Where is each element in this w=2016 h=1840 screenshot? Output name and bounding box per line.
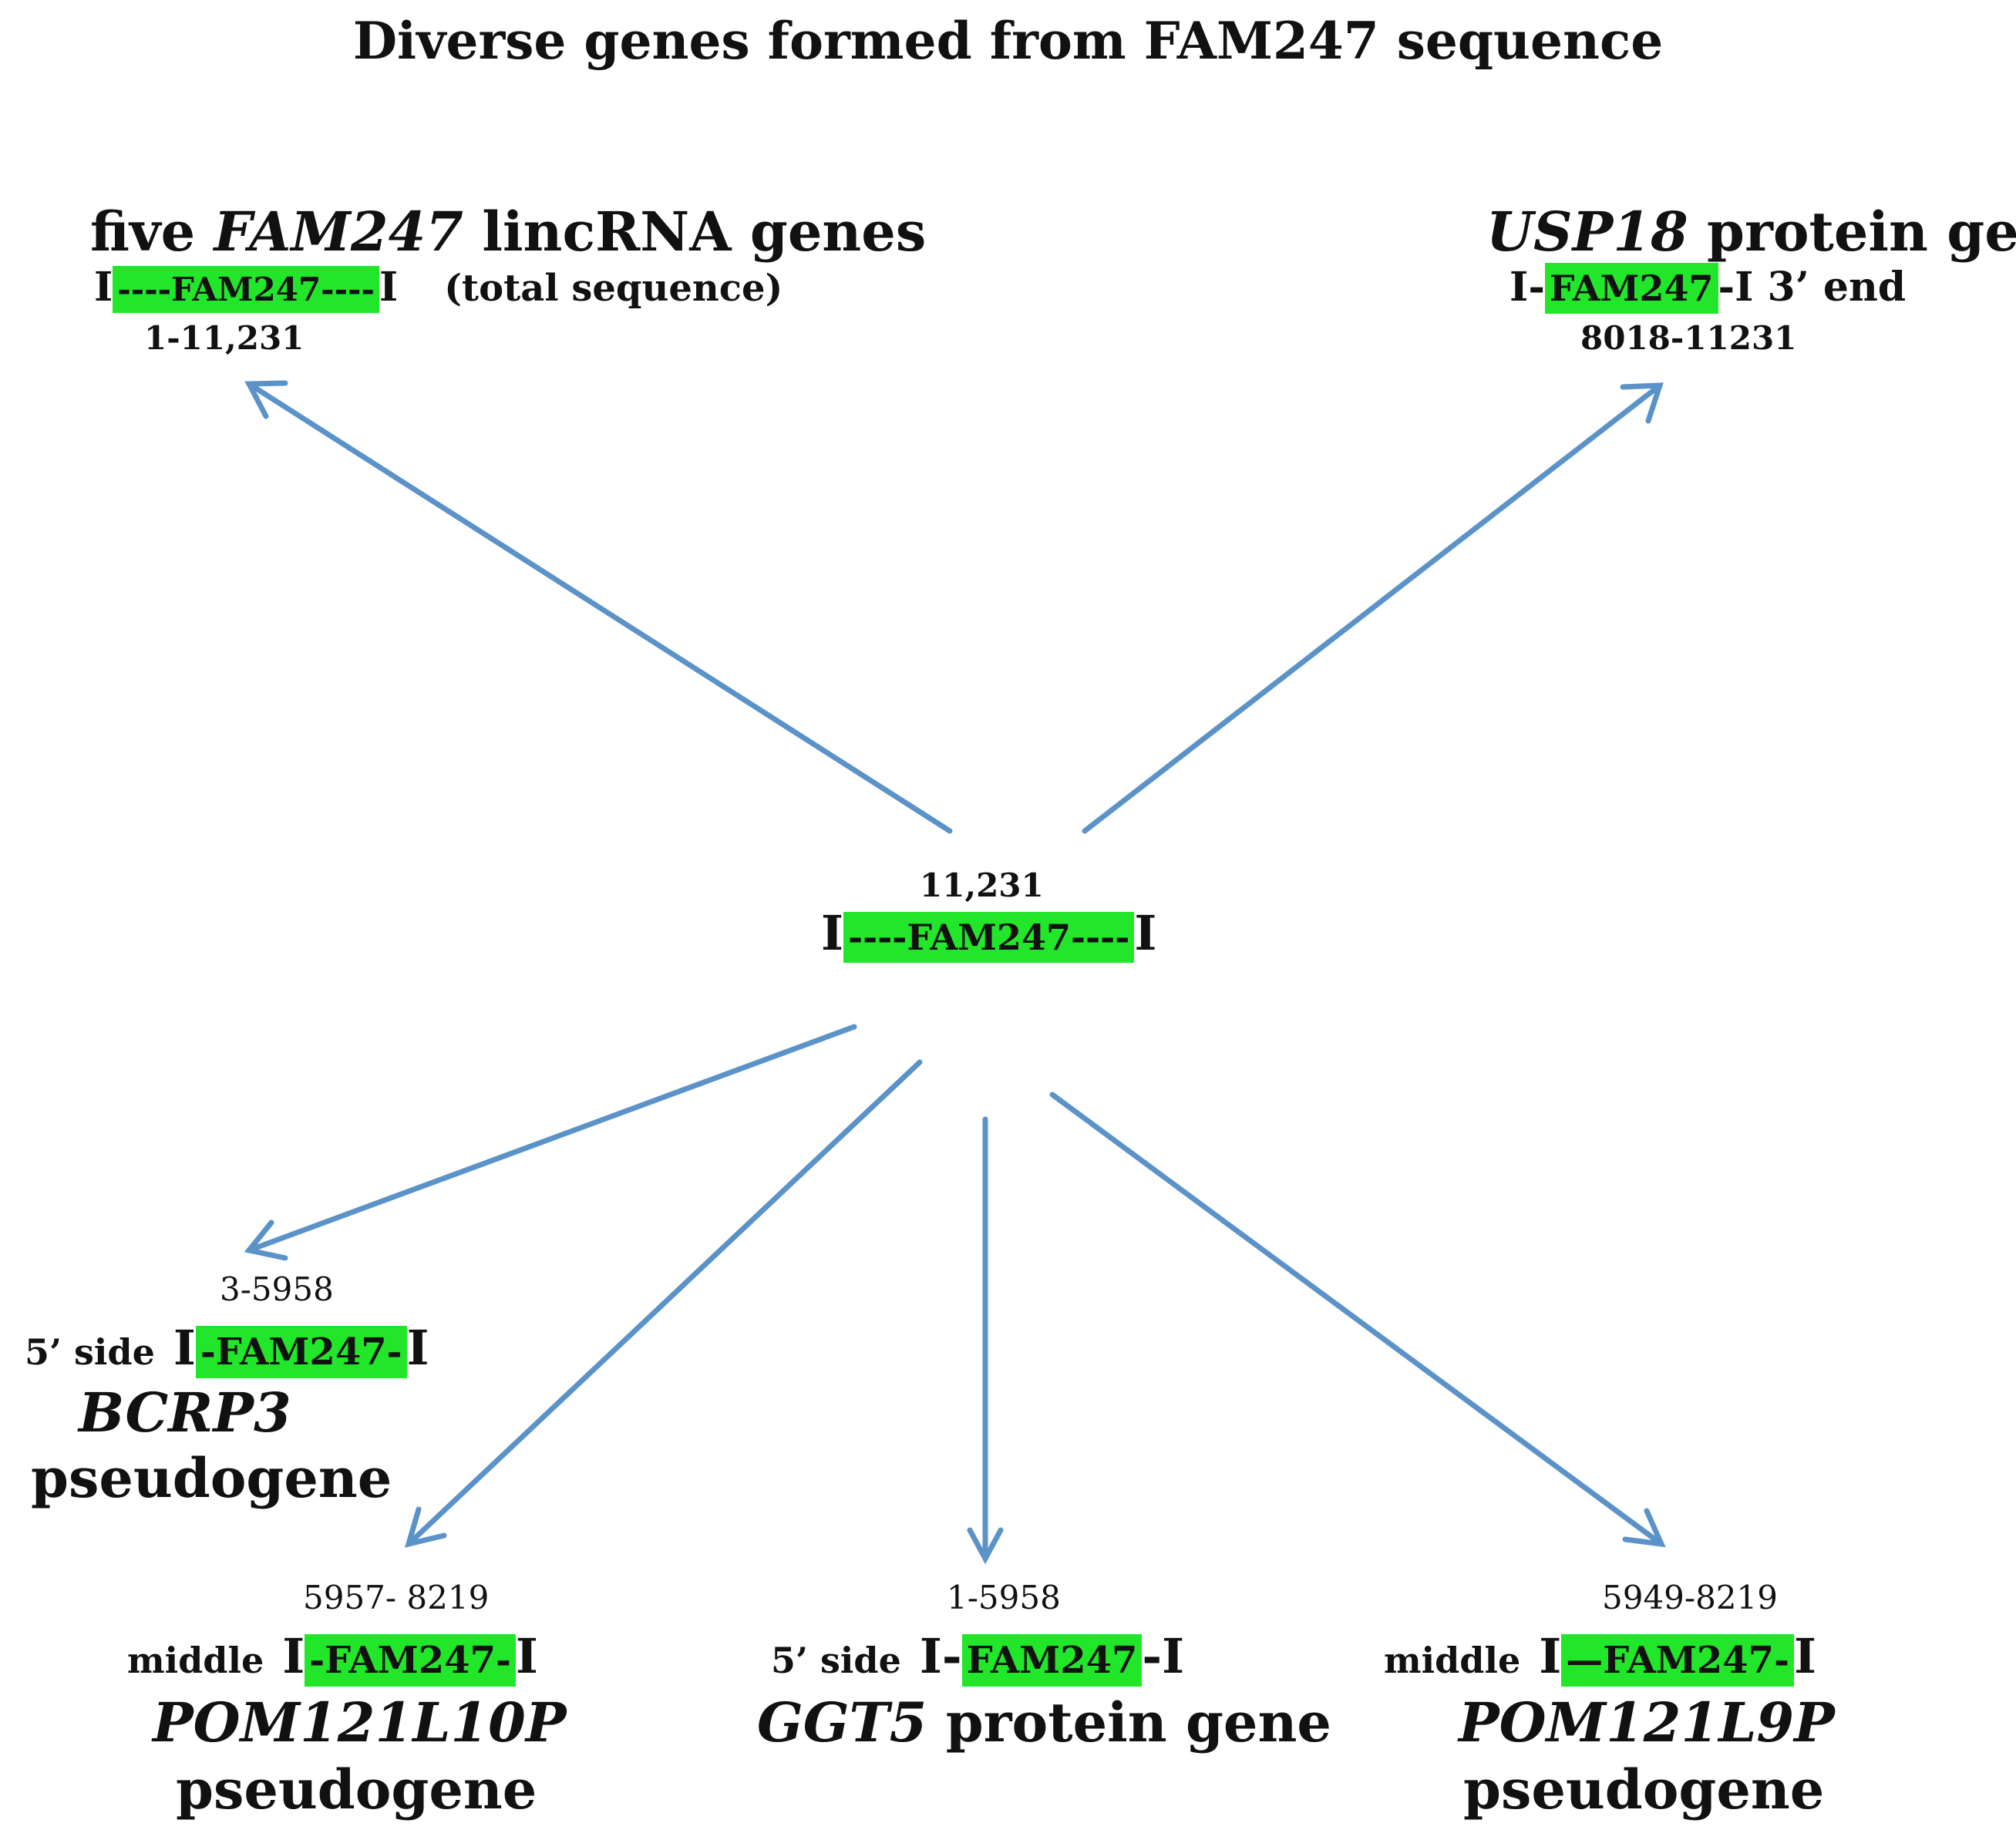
fam247-lincrna-suffix: lincRNA genes	[463, 200, 927, 264]
center-length: 11,231	[920, 866, 1044, 904]
ggt5-fam247-highlight: FAM247	[961, 1634, 1143, 1687]
pom121l9p-range: 5949-8219	[1602, 1579, 1778, 1616]
bcrp3-fam247-highlight: -FAM247-	[195, 1326, 407, 1378]
usp18-suffix: protein gene	[1707, 200, 2016, 264]
fam247-lincrna-range: 1-11,231	[144, 319, 305, 357]
pom121l10p-bar-left: I	[282, 1628, 305, 1684]
fam247-lincrna-highlight: ----FAM247----	[113, 266, 379, 313]
arrowhead-ggt5	[967, 1527, 1004, 1565]
center-fam247-highlight: ----FAM247----	[843, 912, 1135, 963]
usp18-sequence: I-FAM247-I 3’ end	[1509, 263, 1907, 314]
ggt5-bar-right: -I	[1142, 1628, 1185, 1684]
center-sequence: I----FAM247----I	[821, 910, 1156, 963]
fam247-lincrna-sequence: I----FAM247----I (total sequence)	[94, 264, 783, 313]
arrowhead-usp18	[1620, 382, 1664, 424]
usp18-note: 3’ end	[1753, 264, 1907, 311]
arrow-to-fam247-lincrna	[246, 381, 953, 834]
fam247-lincrna-heading: five FAM247 lincRNA genes	[90, 205, 926, 259]
arrow-to-pom121l9p	[1049, 1092, 1664, 1547]
pom121l10p-side: middle	[127, 1640, 264, 1681]
pom121l9p-bar-right: I	[1794, 1628, 1817, 1684]
arrow-to-bcrp3	[246, 1024, 857, 1253]
pom121l9p-side: middle	[1384, 1640, 1521, 1681]
usp18-range: 8018-11231	[1580, 319, 1797, 357]
pom121l10p-range: 5957- 8219	[303, 1579, 490, 1616]
fam247-lincrna-gene: FAM247	[214, 200, 463, 264]
bcrp3-range: 3-5958	[220, 1270, 334, 1308]
pom121l10p-fam247-highlight: -FAM247-	[305, 1634, 516, 1687]
pom121l9p-gene: POM121L9P	[1459, 1696, 1835, 1750]
arrow-to-usp18	[1082, 382, 1663, 834]
pom121l10p-gene: POM121L10P	[153, 1696, 566, 1750]
bcrp3-side: 5’ side	[25, 1331, 155, 1373]
fam247-lincrna-bar-right: I	[379, 264, 399, 311]
bcrp3-bar-left: I	[173, 1320, 196, 1376]
bcrp3-bar-right: I	[406, 1320, 429, 1376]
arrowhead-bcrp3	[244, 1219, 288, 1261]
pom121l10p-type: pseudogene	[176, 1758, 537, 1821]
ggt5-gene-name: GGT5	[757, 1690, 927, 1754]
ggt5-range: 1-5958	[947, 1579, 1061, 1616]
ggt5-side: 5’ side	[771, 1640, 901, 1681]
pom121l9p-bar-left: I	[1539, 1628, 1562, 1684]
usp18-gene: USP18	[1486, 200, 1688, 264]
diagram-title: Diverse genes formed from FAM247 sequenc…	[352, 11, 1664, 71]
pom121l10p-gene-name: POM121L10P	[153, 1690, 567, 1754]
pom121l9p-type: pseudogene	[1463, 1758, 1825, 1821]
bcrp3-gene-name: BCRP3	[79, 1381, 291, 1445]
ggt5-heading: GGT5 protein gene	[757, 1696, 1331, 1750]
fam247-lincrna-bar-left: I	[94, 264, 113, 311]
fam247-lincrna-prefix: five	[90, 200, 214, 264]
usp18-bar-left: I-	[1509, 264, 1545, 311]
pom121l10p-bar-right: I	[515, 1628, 538, 1684]
ggt5-type: protein gene	[927, 1690, 1331, 1754]
center-bar-left: I	[821, 905, 844, 961]
arrowhead-pom121l9p	[1622, 1508, 1666, 1548]
pom121l9p-gene-name: POM121L9P	[1459, 1690, 1835, 1754]
ggt5-bar-left: I-	[919, 1628, 962, 1684]
arrowhead-pom121l10p	[404, 1506, 447, 1548]
bcrp3-type: pseudogene	[31, 1446, 392, 1510]
pom121l9p-fam247-highlight: —FAM247-	[1561, 1634, 1794, 1687]
bcrp3-gene: BCRP3	[79, 1386, 291, 1440]
center-bar-right: I	[1134, 905, 1157, 961]
arrow-to-pom121l10p	[406, 1059, 923, 1547]
fam247-lincrna-note: (total sequence)	[444, 267, 783, 310]
arrowhead-fam247-lincrna	[244, 380, 288, 419]
usp18-heading: USP18 protein gene	[1486, 205, 2016, 259]
usp18-bar-right: -I	[1718, 264, 1754, 311]
usp18-fam247-highlight: FAM247	[1544, 263, 1718, 314]
